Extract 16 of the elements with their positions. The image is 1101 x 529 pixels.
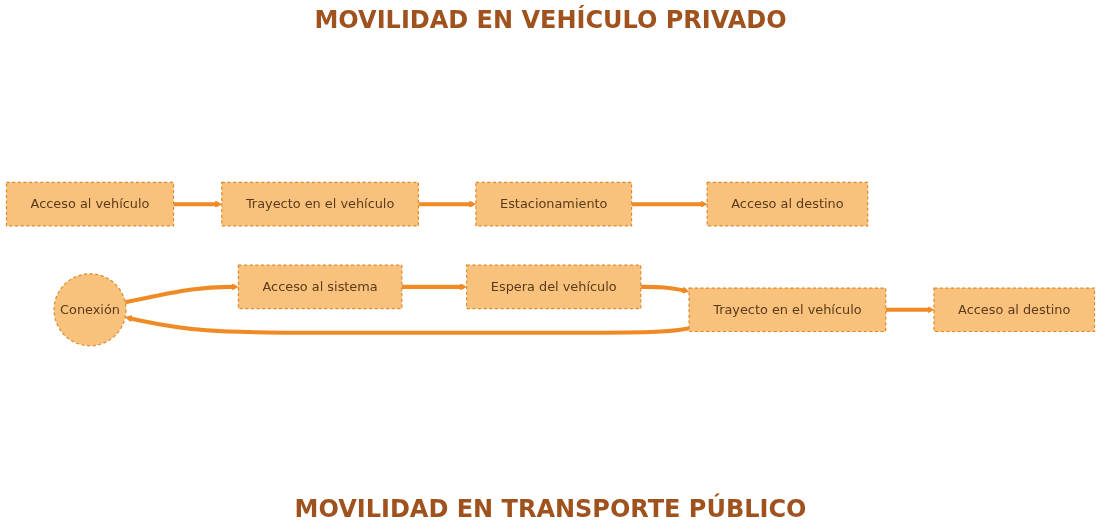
arrow: [640, 285, 690, 295]
node-box: Acceso al sistema: [237, 264, 403, 310]
arrow: [631, 201, 708, 209]
node-box: Acceso al vehículo: [5, 182, 175, 227]
node-box: Acceso al destino: [706, 182, 869, 227]
diagram-caption: MOVILIDAD EN TRANSPORTE PÚBLICO: [294, 495, 807, 523]
arrow: [124, 283, 239, 305]
arrow: [401, 283, 467, 291]
node-box: Espera del vehículo: [466, 264, 642, 310]
node-box: Estacionamiento: [475, 182, 633, 227]
node-box: Trayecto en el vehículo: [221, 182, 420, 227]
node-box: Acceso al destino: [933, 287, 1096, 333]
diagram-title: MOVILIDAD EN VEHÍCULO PRIVADO: [314, 6, 787, 34]
node-box: Trayecto en el vehículo: [688, 287, 887, 333]
node-circle: Conexión: [53, 273, 127, 347]
arrow: [124, 315, 690, 336]
